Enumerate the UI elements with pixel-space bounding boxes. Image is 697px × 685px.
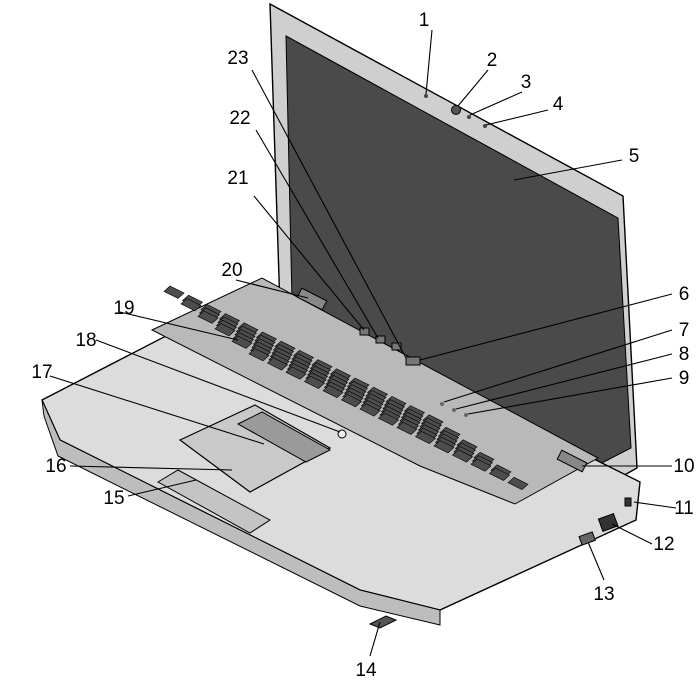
base-front-edge	[41, 399, 441, 626]
callout-5: 5	[629, 146, 640, 167]
callout-12: 12	[653, 534, 674, 555]
keyboard-key	[303, 375, 326, 389]
status-light-2	[452, 408, 456, 412]
power-button	[405, 356, 421, 366]
callout-21: 21	[227, 168, 248, 189]
leader-1	[425, 29, 433, 95]
mute-button	[359, 327, 370, 336]
keyboard-key	[433, 440, 455, 454]
leader-14	[369, 621, 381, 657]
status-light-1	[440, 402, 444, 406]
volume-up-button	[391, 342, 402, 351]
callout-10: 10	[673, 456, 694, 477]
callout-23: 23	[227, 48, 248, 69]
leader-7	[443, 329, 673, 403]
leader-4	[485, 109, 549, 126]
callout-3: 3	[521, 72, 532, 93]
leader-9	[467, 377, 673, 415]
speaker-left	[296, 287, 328, 311]
callout-4: 4	[553, 94, 564, 115]
keyboard-key	[470, 458, 492, 472]
keyboard-key	[451, 449, 474, 463]
callout-9: 9	[679, 368, 690, 389]
callout-7: 7	[679, 320, 690, 341]
volume-down-button	[375, 335, 386, 344]
touchpad	[178, 404, 332, 493]
keyboard-key	[340, 394, 363, 408]
keyboard-key	[396, 421, 418, 435]
leader-12	[611, 523, 653, 545]
keyboard-key	[285, 366, 307, 380]
security-slot	[624, 497, 632, 507]
callout-16: 16	[45, 456, 66, 477]
leader-21	[253, 195, 365, 331]
callout-17: 17	[31, 362, 52, 383]
keyboard-key	[377, 412, 400, 426]
callout-22: 22	[229, 108, 250, 129]
display-lid	[269, 2, 638, 498]
keyboard-key	[180, 298, 202, 312]
callout-8: 8	[679, 344, 690, 365]
leader-23	[251, 69, 407, 359]
leader-15	[127, 479, 197, 497]
display-screen	[285, 35, 632, 471]
callout-14: 14	[355, 660, 377, 680]
microphone	[424, 94, 428, 98]
callout-11: 11	[674, 498, 694, 519]
keyboard-key	[214, 323, 236, 337]
keyboard-key	[197, 310, 219, 324]
camera-status-light	[467, 115, 471, 119]
callout-18: 18	[75, 330, 96, 351]
fingerprint-reader	[368, 615, 398, 629]
callout-2: 2	[487, 50, 498, 71]
keyboard-key	[507, 476, 529, 491]
keyboard-key	[163, 285, 185, 299]
callout-6: 6	[679, 284, 690, 305]
leader-6	[419, 293, 673, 361]
status-light-3	[464, 413, 468, 417]
leader-16	[69, 465, 233, 471]
leader-19	[119, 311, 239, 341]
laptop-base	[41, 277, 641, 629]
speaker-right	[556, 449, 588, 473]
leader-13	[587, 541, 605, 581]
leader-8	[455, 353, 673, 410]
callout-20: 20	[221, 260, 242, 281]
keyboard	[163, 285, 529, 491]
touchpad-buttons	[156, 469, 271, 534]
leader-3	[469, 91, 523, 116]
callout-19: 19	[113, 298, 134, 319]
keyboard-key	[322, 384, 344, 399]
leader-2	[457, 69, 489, 107]
leader-11	[633, 501, 677, 509]
callout-15: 15	[103, 488, 124, 509]
network-port	[597, 512, 619, 532]
leader-17	[49, 375, 265, 445]
leader-lines	[49, 29, 677, 657]
callout-1: 1	[419, 10, 430, 31]
camera	[451, 105, 461, 115]
leader-22	[255, 129, 379, 339]
callout-13: 13	[593, 584, 614, 605]
leader-5	[513, 159, 623, 181]
keyboard-key	[248, 348, 270, 362]
keyboard-key	[414, 430, 437, 445]
trackstick-buttons	[236, 411, 332, 463]
leader-18	[95, 339, 341, 433]
keyboard-key	[359, 403, 381, 417]
leader-20	[235, 279, 309, 299]
keyboard-key	[266, 357, 289, 371]
callout-labels: 1 2 3 4 5 6 7 8 9 10 11 12 13 14 15 16 1…	[31, 10, 694, 681]
keyboard-key	[488, 467, 511, 481]
